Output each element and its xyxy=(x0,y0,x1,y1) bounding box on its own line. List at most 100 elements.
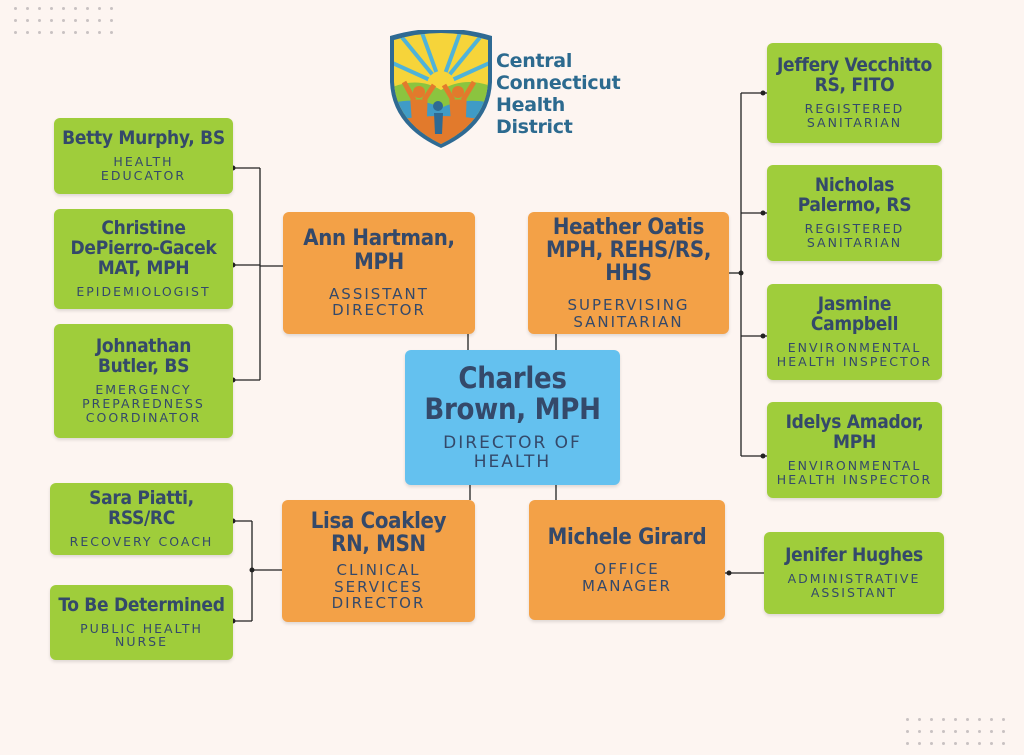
decorative-dot xyxy=(966,718,969,721)
decorative-dot xyxy=(930,718,933,721)
decorative-dot xyxy=(62,19,65,22)
decorative-dot xyxy=(86,19,89,22)
decorative-dot xyxy=(990,718,993,721)
decorative-dot xyxy=(918,718,921,721)
staff-card-emergency-coordinator: Johnathan Butler, BS EMERGENCY PREPAREDN… xyxy=(54,324,233,438)
staff-card-public-health-nurse: To Be Determined PUBLIC HEALTH NURSE xyxy=(50,585,233,660)
staff-title: ADMINISTRATIVE ASSISTANT xyxy=(787,571,921,600)
decorative-dot xyxy=(14,31,17,34)
director-card: Charles Brown, MPH DIRECTOR OF HEALTH xyxy=(405,350,620,485)
decorative-dot xyxy=(38,19,41,22)
staff-name: Idelys Amador, MPH xyxy=(785,411,924,454)
decorative-dot xyxy=(26,7,29,10)
logo-text-line: District xyxy=(496,116,573,138)
director-name: Charles Brown, MPH xyxy=(424,361,601,426)
shield-logo-icon xyxy=(390,30,492,148)
decorative-dot xyxy=(26,19,29,22)
manager-name: Lisa Coakley RN, MSN xyxy=(310,509,447,558)
decorative-dot xyxy=(906,730,909,733)
manager-title: SUPERVISING SANITARIAN xyxy=(567,296,690,331)
staff-title: PUBLIC HEALTH NURSE xyxy=(80,620,203,650)
staff-title: RECOVERY COACH xyxy=(69,534,214,550)
decorative-dot xyxy=(942,730,945,733)
manager-card-assistant-director: Ann Hartman, MPH ASSISTANT DIRECTOR xyxy=(283,212,475,334)
staff-card-environmental-inspector-1: Jasmine Campbell ENVIRONMENTAL HEALTH IN… xyxy=(767,284,942,380)
decorative-dot xyxy=(98,7,101,10)
decorative-dot xyxy=(978,742,981,745)
decorative-dot xyxy=(50,19,53,22)
manager-name: Michele Girard xyxy=(547,524,707,550)
decorative-dot xyxy=(62,31,65,34)
staff-name: Jenifer Hughes xyxy=(785,544,923,567)
decorative-dot xyxy=(930,730,933,733)
decorative-dot xyxy=(930,742,933,745)
staff-name: Johnathan Butler, BS xyxy=(95,335,192,378)
staff-title: HEALTH EDUCATOR xyxy=(100,154,187,183)
staff-card-recovery-coach: Sara Piatti, RSS/RC RECOVERY COACH xyxy=(50,483,233,555)
decorative-dot xyxy=(14,19,17,22)
staff-card-health-educator: Betty Murphy, BS HEALTH EDUCATOR xyxy=(54,118,233,194)
decorative-dot xyxy=(918,742,921,745)
logo-text: Central Connecticut Health District xyxy=(496,50,621,138)
decorative-dot xyxy=(954,718,957,721)
decorative-dot xyxy=(1002,718,1005,721)
staff-name: Nicholas Palermo, RS xyxy=(797,174,912,217)
staff-title: REGISTERED SANITARIAN xyxy=(804,101,905,130)
decorative-dot xyxy=(38,31,41,34)
decorative-dot xyxy=(74,31,77,34)
decorative-dot xyxy=(14,7,17,10)
decorative-dot xyxy=(110,7,113,10)
decorative-dot xyxy=(38,7,41,10)
staff-card-epidemiologist: Christine DePierro-Gacek MAT, MPH EPIDEM… xyxy=(54,209,233,309)
decorative-dot xyxy=(978,730,981,733)
staff-name: Jasmine Campbell xyxy=(810,293,899,336)
decorative-dot xyxy=(50,31,53,34)
district-logo: Central Connecticut Health District xyxy=(386,30,656,150)
decorative-dot xyxy=(26,31,29,34)
decorative-dot xyxy=(98,31,101,34)
decorative-dot xyxy=(906,718,909,721)
staff-title: ENVIRONMENTAL HEALTH INSPECTOR xyxy=(776,340,933,369)
staff-title: REGISTERED SANITARIAN xyxy=(804,221,905,250)
decorative-dot xyxy=(74,7,77,10)
staff-name: Sara Piatti, RSS/RC xyxy=(89,487,194,530)
decorative-dot xyxy=(942,742,945,745)
manager-name: Heather Oatis MPH, REHS/RS, HHS xyxy=(545,214,712,287)
director-title: DIRECTOR OF HEALTH xyxy=(443,433,582,472)
decorative-dot xyxy=(86,7,89,10)
decorative-dot xyxy=(966,742,969,745)
staff-title: EPIDEMIOLOGIST xyxy=(76,284,211,300)
logo-text-line: Connecticut xyxy=(496,72,621,94)
staff-title: ENVIRONMENTAL HEALTH INSPECTOR xyxy=(776,458,933,487)
decorative-dot xyxy=(74,19,77,22)
manager-title: OFFICE MANAGER xyxy=(582,560,672,595)
manager-title: ASSISTANT DIRECTOR xyxy=(329,284,429,320)
decorative-dot xyxy=(110,31,113,34)
staff-card-registered-sanitarian-2: Nicholas Palermo, RS REGISTERED SANITARI… xyxy=(767,165,942,261)
staff-name: Betty Murphy, BS xyxy=(62,127,225,150)
decorative-dot xyxy=(954,730,957,733)
decorative-dot xyxy=(110,19,113,22)
logo-text-line: Central xyxy=(496,50,573,72)
decorative-dot xyxy=(86,31,89,34)
decorative-dot xyxy=(990,742,993,745)
decorative-dot xyxy=(62,7,65,10)
decorative-dot xyxy=(978,718,981,721)
manager-title: CLINICAL SERVICES DIRECTOR xyxy=(331,561,426,613)
staff-card-administrative-assistant: Jenifer Hughes ADMINISTRATIVE ASSISTANT xyxy=(764,532,944,614)
decorative-dot xyxy=(954,742,957,745)
staff-name: Christine DePierro-Gacek MAT, MPH xyxy=(70,217,217,280)
decorative-dot xyxy=(966,730,969,733)
decorative-dot xyxy=(98,19,101,22)
manager-card-supervising-sanitarian: Heather Oatis MPH, REHS/RS, HHS SUPERVIS… xyxy=(528,212,729,334)
manager-name: Ann Hartman, MPH xyxy=(303,226,455,275)
decorative-dot xyxy=(50,7,53,10)
decorative-dot xyxy=(906,742,909,745)
decorative-dot xyxy=(942,718,945,721)
logo-text-line: Health xyxy=(496,94,565,116)
decorative-dot xyxy=(1002,730,1005,733)
staff-name: To Be Determined xyxy=(58,593,225,616)
decorative-dot xyxy=(918,730,921,733)
decorative-dot xyxy=(1002,742,1005,745)
